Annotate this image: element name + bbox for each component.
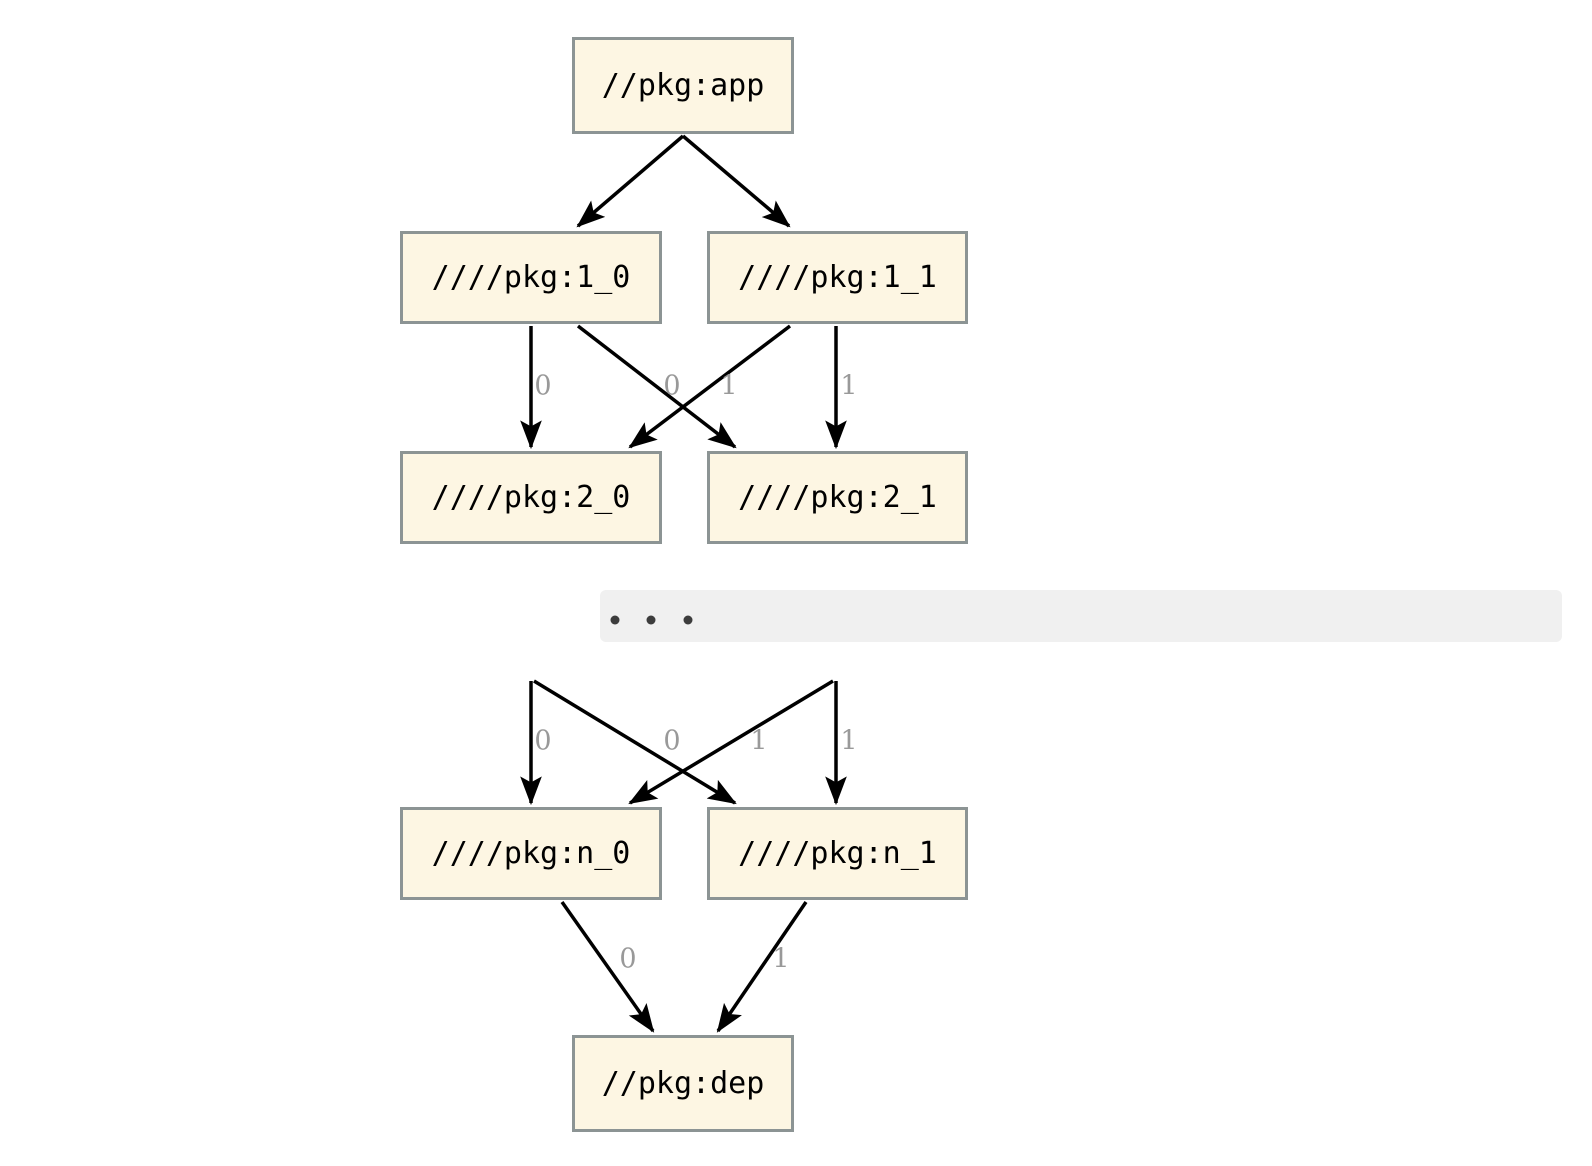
edge-app-to-n1_1 [681,134,791,228]
edge-label: 1 [720,371,737,402]
node-box[interactable] [572,1035,794,1132]
node-label: ////pkg:1_1 [738,260,937,295]
edge-line [628,679,834,805]
node-n2_0[interactable]: ////pkg:2_0 [400,451,662,544]
edge-line [628,324,792,449]
node-box[interactable] [572,37,794,134]
node-nn_0[interactable]: ////pkg:n_0 [400,807,662,900]
ellipsis-band [600,590,1562,642]
edge-label: 0 [663,726,680,757]
edge-line [716,901,808,1033]
node-box[interactable] [707,451,968,544]
node-box[interactable] [707,231,968,324]
node-n1_0[interactable]: ////pkg:1_0 [400,231,662,324]
edge-line [576,324,737,449]
edge-label: 1 [840,726,857,757]
edge-label: 1 [840,371,857,402]
edge-n1_0-to-n2_0: 0 [520,326,552,450]
edge-label: 0 [663,371,680,402]
edge-n1_0-to-n2_1: 0 [576,324,737,449]
node-n1_1[interactable]: ////pkg:1_1 [707,231,968,324]
edge-label: 0 [534,726,551,757]
node-box[interactable] [707,807,968,900]
edge-nn_0-to-dep: 0 [560,900,655,1033]
node-box[interactable] [400,807,662,900]
edge-line [533,679,737,805]
ellipsis-separator [600,590,1562,642]
ellipsis-dot-2 [683,615,693,625]
node-box[interactable] [400,231,662,324]
edge-label: 0 [619,944,636,975]
node-label: ////pkg:2_1 [738,480,937,515]
edge-line [576,134,685,228]
edge-app-to-n1_0 [576,134,685,228]
edge-above-to-nn_0: 1 [628,679,834,805]
edge-above-to-nn_1: 0 [533,679,737,805]
node-label: ////pkg:n_0 [432,836,631,871]
edge-above-to-nn_0: 0 [520,681,552,806]
edge-line [681,134,791,228]
node-label: ////pkg:n_1 [738,836,937,871]
node-app[interactable]: //pkg:app [572,37,794,134]
edge-label: 0 [534,371,551,402]
node-nn_1[interactable]: ////pkg:n_1 [707,807,968,900]
node-label: ////pkg:2_0 [432,480,631,515]
ellipsis-dot-1 [646,615,656,625]
edge-label: 1 [750,726,767,757]
nodes-layer: //pkg:app ////pkg:1_0 ////pkg:1_1 ////pkg:2… [400,37,968,1132]
node-n2_1[interactable]: ////pkg:2_1 [707,451,968,544]
edge-n1_1-to-n2_1: 1 [825,326,858,450]
node-label: //pkg:dep [602,1066,765,1101]
edge-label: 1 [772,944,789,975]
edges-layer: 0 0 1 1 0 0 1 1 0 1 [520,134,858,1033]
edge-n1_1-to-n2_0: 1 [628,324,792,449]
edge-nn_1-to-dep: 1 [716,901,808,1033]
node-dep[interactable]: //pkg:dep [572,1035,794,1132]
edge-line [560,900,655,1033]
edge-above-to-nn_1: 1 [825,681,858,806]
node-box[interactable] [400,451,662,544]
ellipsis-dot-0 [610,615,620,625]
node-label: ////pkg:1_0 [432,260,631,295]
node-label: //pkg:app [602,68,765,103]
